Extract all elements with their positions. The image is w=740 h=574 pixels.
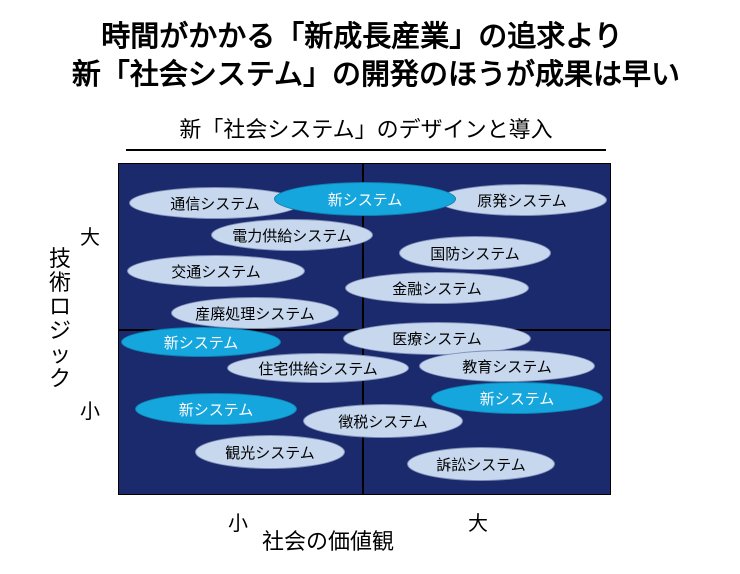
y-axis-label: 技術ロジック: [48, 247, 71, 392]
system-label: 新システム: [163, 333, 239, 352]
system-label: 国防システム: [430, 244, 520, 263]
new-system-oval: 新システム: [431, 382, 603, 414]
system-oval: 徴税システム: [303, 404, 463, 438]
new-system-oval: 新システム: [274, 182, 456, 216]
new-system-oval: 新システム: [135, 393, 297, 425]
subtitle-underline: [126, 149, 606, 151]
system-oval: 金融システム: [345, 272, 529, 304]
system-oval: 訴訟システム: [407, 447, 555, 481]
system-label: 訴訟システム: [436, 455, 526, 474]
system-oval: 医療システム: [343, 322, 531, 355]
system-label: 新システム: [178, 400, 254, 419]
system-label: 新システム: [479, 389, 555, 408]
system-oval: 教育システム: [419, 350, 595, 382]
system-label: 医療システム: [392, 330, 482, 348]
system-label: 通信システム: [170, 194, 260, 213]
system-oval: 交通システム: [127, 255, 305, 287]
system-label: 産廃処理システム: [195, 304, 315, 323]
system-label: 住宅供給システム: [258, 359, 378, 378]
y-axis-high-label: 大: [80, 225, 100, 249]
system-oval: 住宅供給システム: [227, 353, 409, 383]
system-oval: 観光システム: [195, 435, 345, 469]
y-axis-low-label: 小: [80, 399, 100, 423]
system-oval: 国防システム: [399, 236, 551, 270]
system-label: 観光システム: [225, 443, 315, 462]
diagram-subtitle: 新「社会システム」のデザインと導入: [179, 118, 553, 143]
system-label: 新システム: [327, 190, 403, 209]
main-title-line-2: 新「社会システム」の開発のほうが成果は早い: [71, 57, 681, 91]
system-oval: 電力供給システム: [211, 219, 373, 251]
system-label: 原発システム: [477, 191, 567, 210]
x-axis-low-label: 小: [228, 511, 248, 535]
system-label: 交通システム: [171, 262, 261, 281]
new-system-oval: 新システム: [121, 327, 281, 357]
system-oval: 通信システム: [129, 187, 301, 219]
main-title-line-1: 時間がかかる「新成長産業」の追求より: [101, 19, 623, 53]
system-oval: 原発システム: [437, 184, 607, 216]
system-label: 金融システム: [392, 279, 482, 298]
quadrant-plot: 通信システム 原発システム 新システム 電力供給システム 国防システム 交通シス…: [118, 163, 611, 495]
x-axis-label: 社会の価値観: [262, 530, 395, 555]
x-axis-high-label: 大: [468, 511, 488, 535]
system-label: 電力供給システム: [232, 226, 352, 245]
system-label: 徴税システム: [338, 412, 428, 431]
system-oval: 産廃処理システム: [171, 297, 339, 329]
system-label: 教育システム: [462, 357, 552, 376]
